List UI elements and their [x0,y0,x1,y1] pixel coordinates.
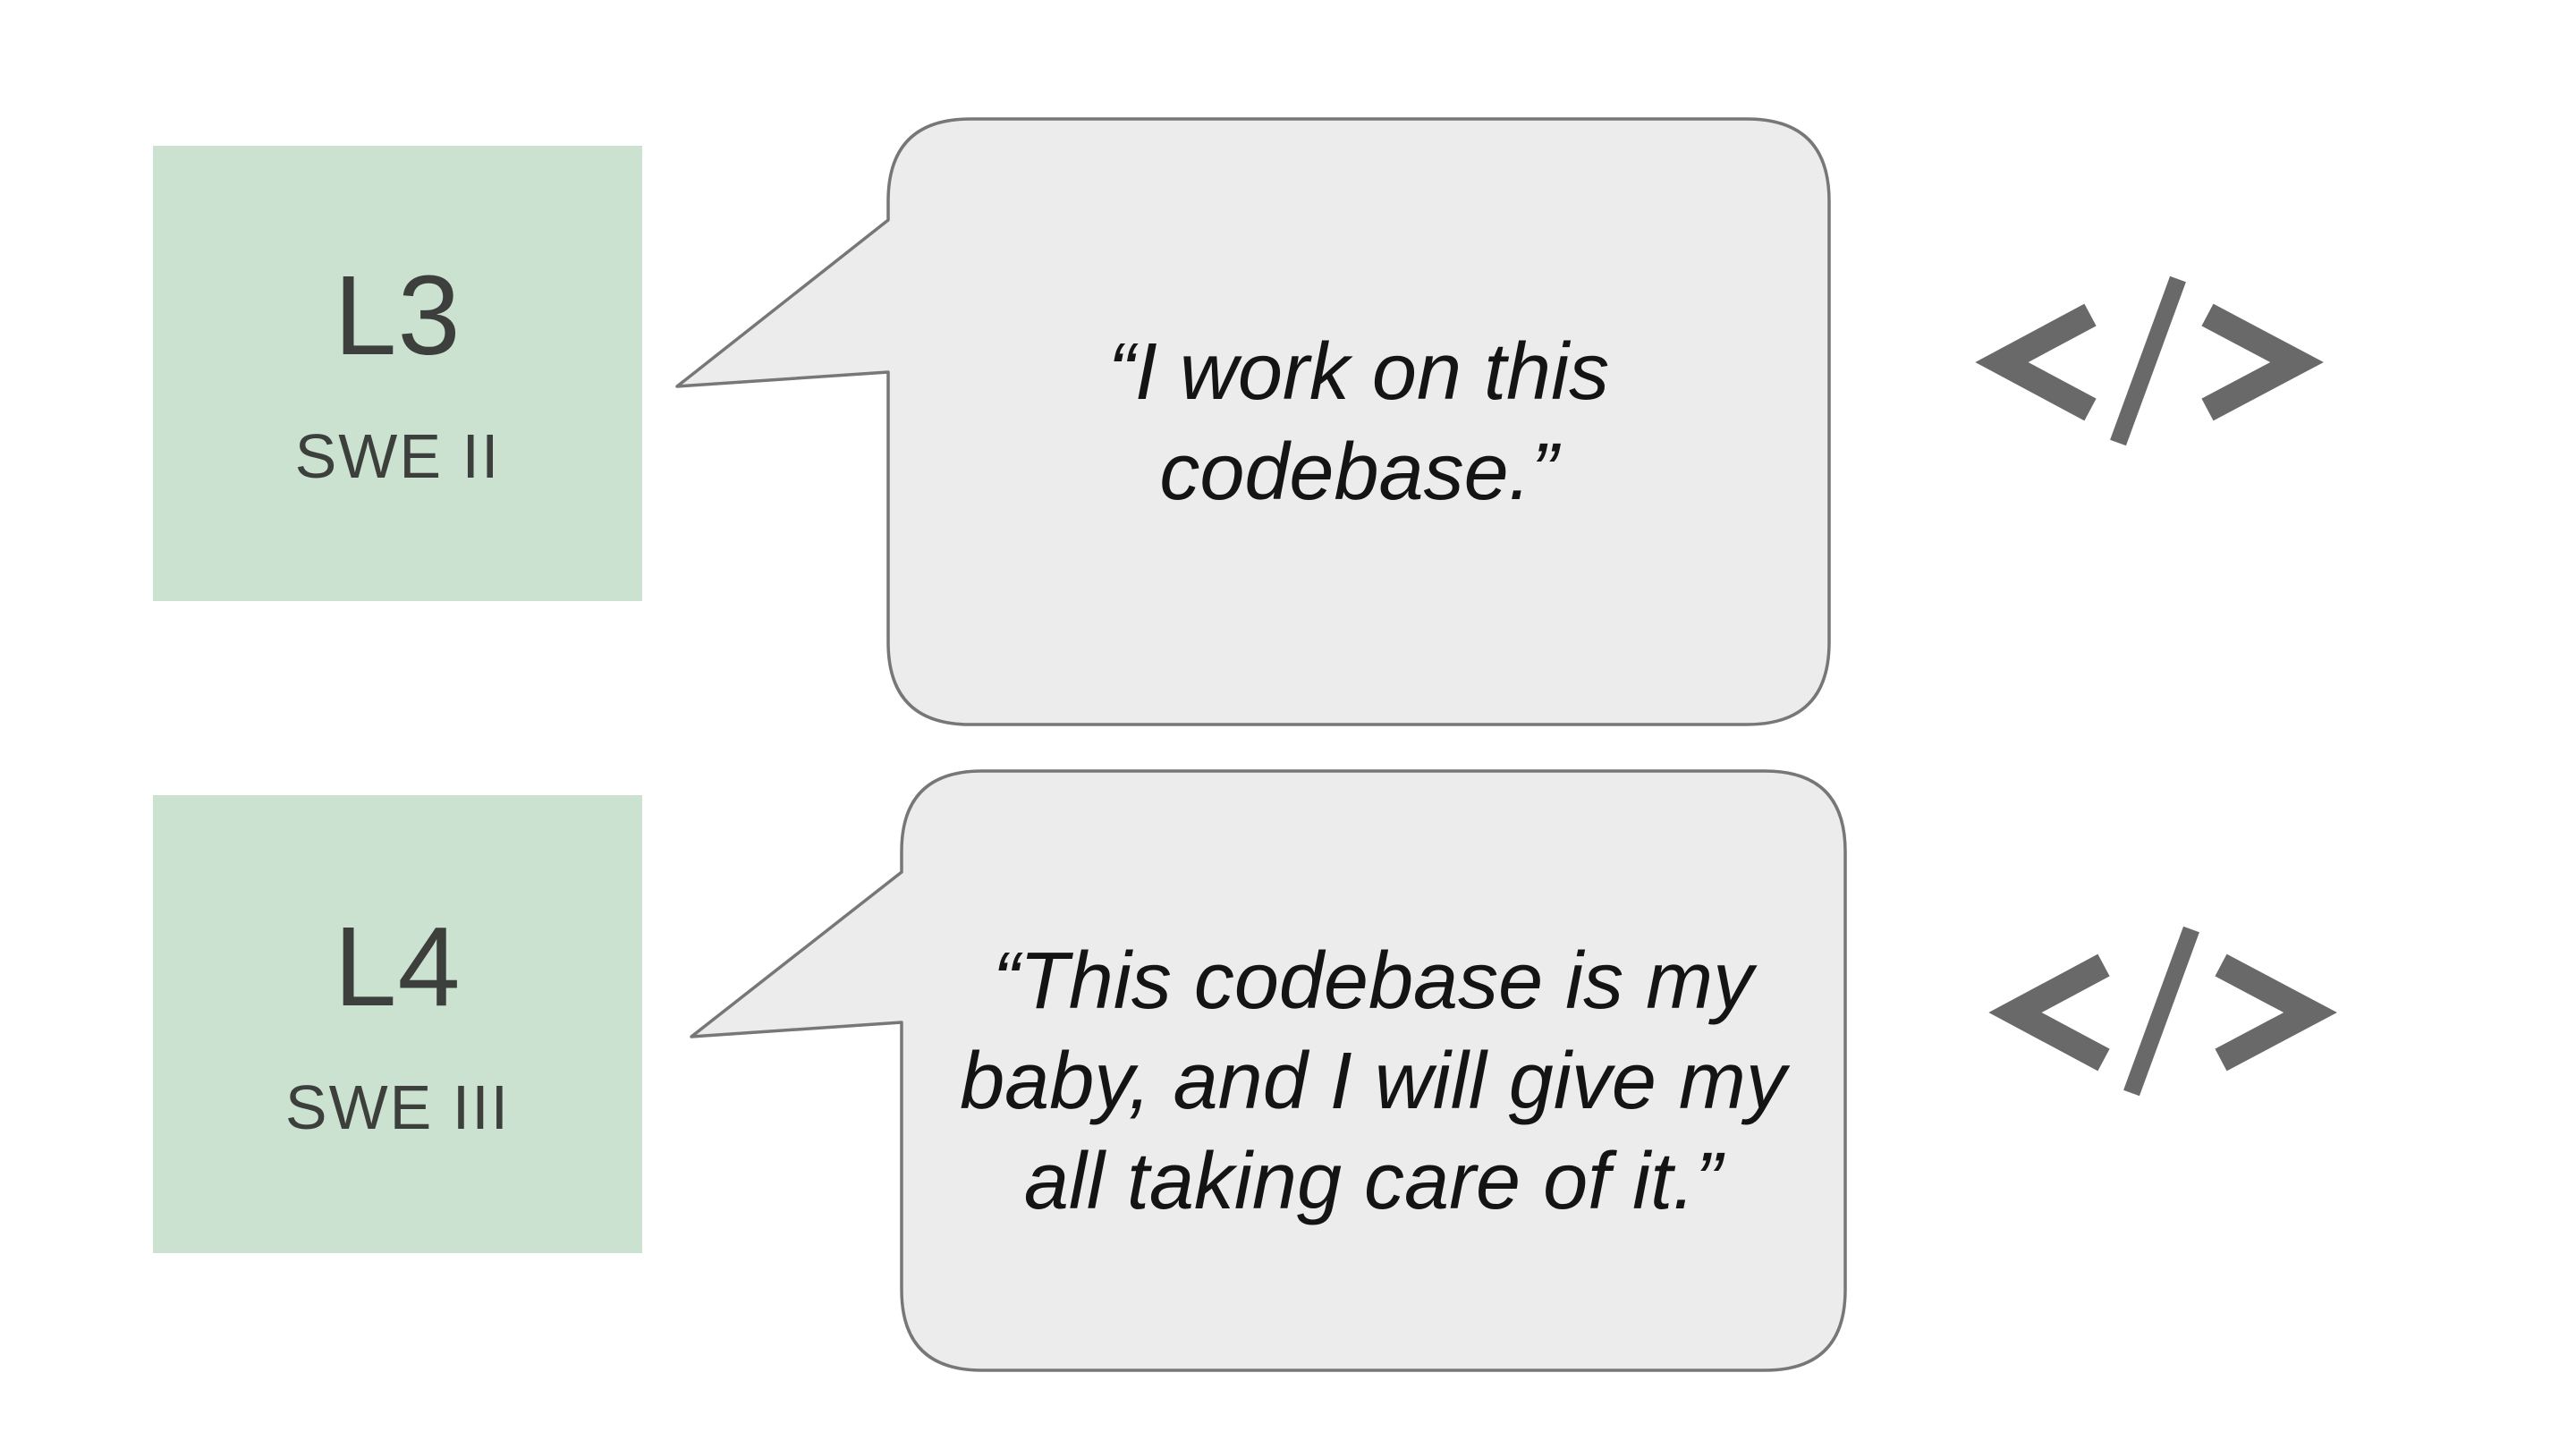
quote-text-l4: “This codebase is my baby, and I will gi… [960,936,1786,1226]
angle-bracket-right [2201,303,2324,421]
speech-bubble-l3 [675,117,1831,726]
quote-text-l3: “I work on this codebase.” [1107,326,1610,517]
level-box-l3: L3 SWE II [153,146,642,601]
angle-bracket-right [2215,953,2337,1072]
level-title: SWE II [294,421,501,491]
speech-bubble-shape [675,117,1831,726]
level-label: L4 [334,902,462,1030]
level-title: SWE III [284,1072,511,1142]
speech-bubble-shape [690,769,1847,1372]
angle-bracket-left [1975,303,2097,421]
speech-bubble-l4 [690,769,1847,1372]
slash [2123,926,2199,1097]
level-label: L3 [334,252,462,378]
level-box-l4: L4 SWE III [153,795,642,1253]
slash [2110,275,2186,446]
code-icon [1975,275,2324,446]
angle-bracket-left [1988,953,2110,1072]
code-icon [1988,926,2337,1097]
